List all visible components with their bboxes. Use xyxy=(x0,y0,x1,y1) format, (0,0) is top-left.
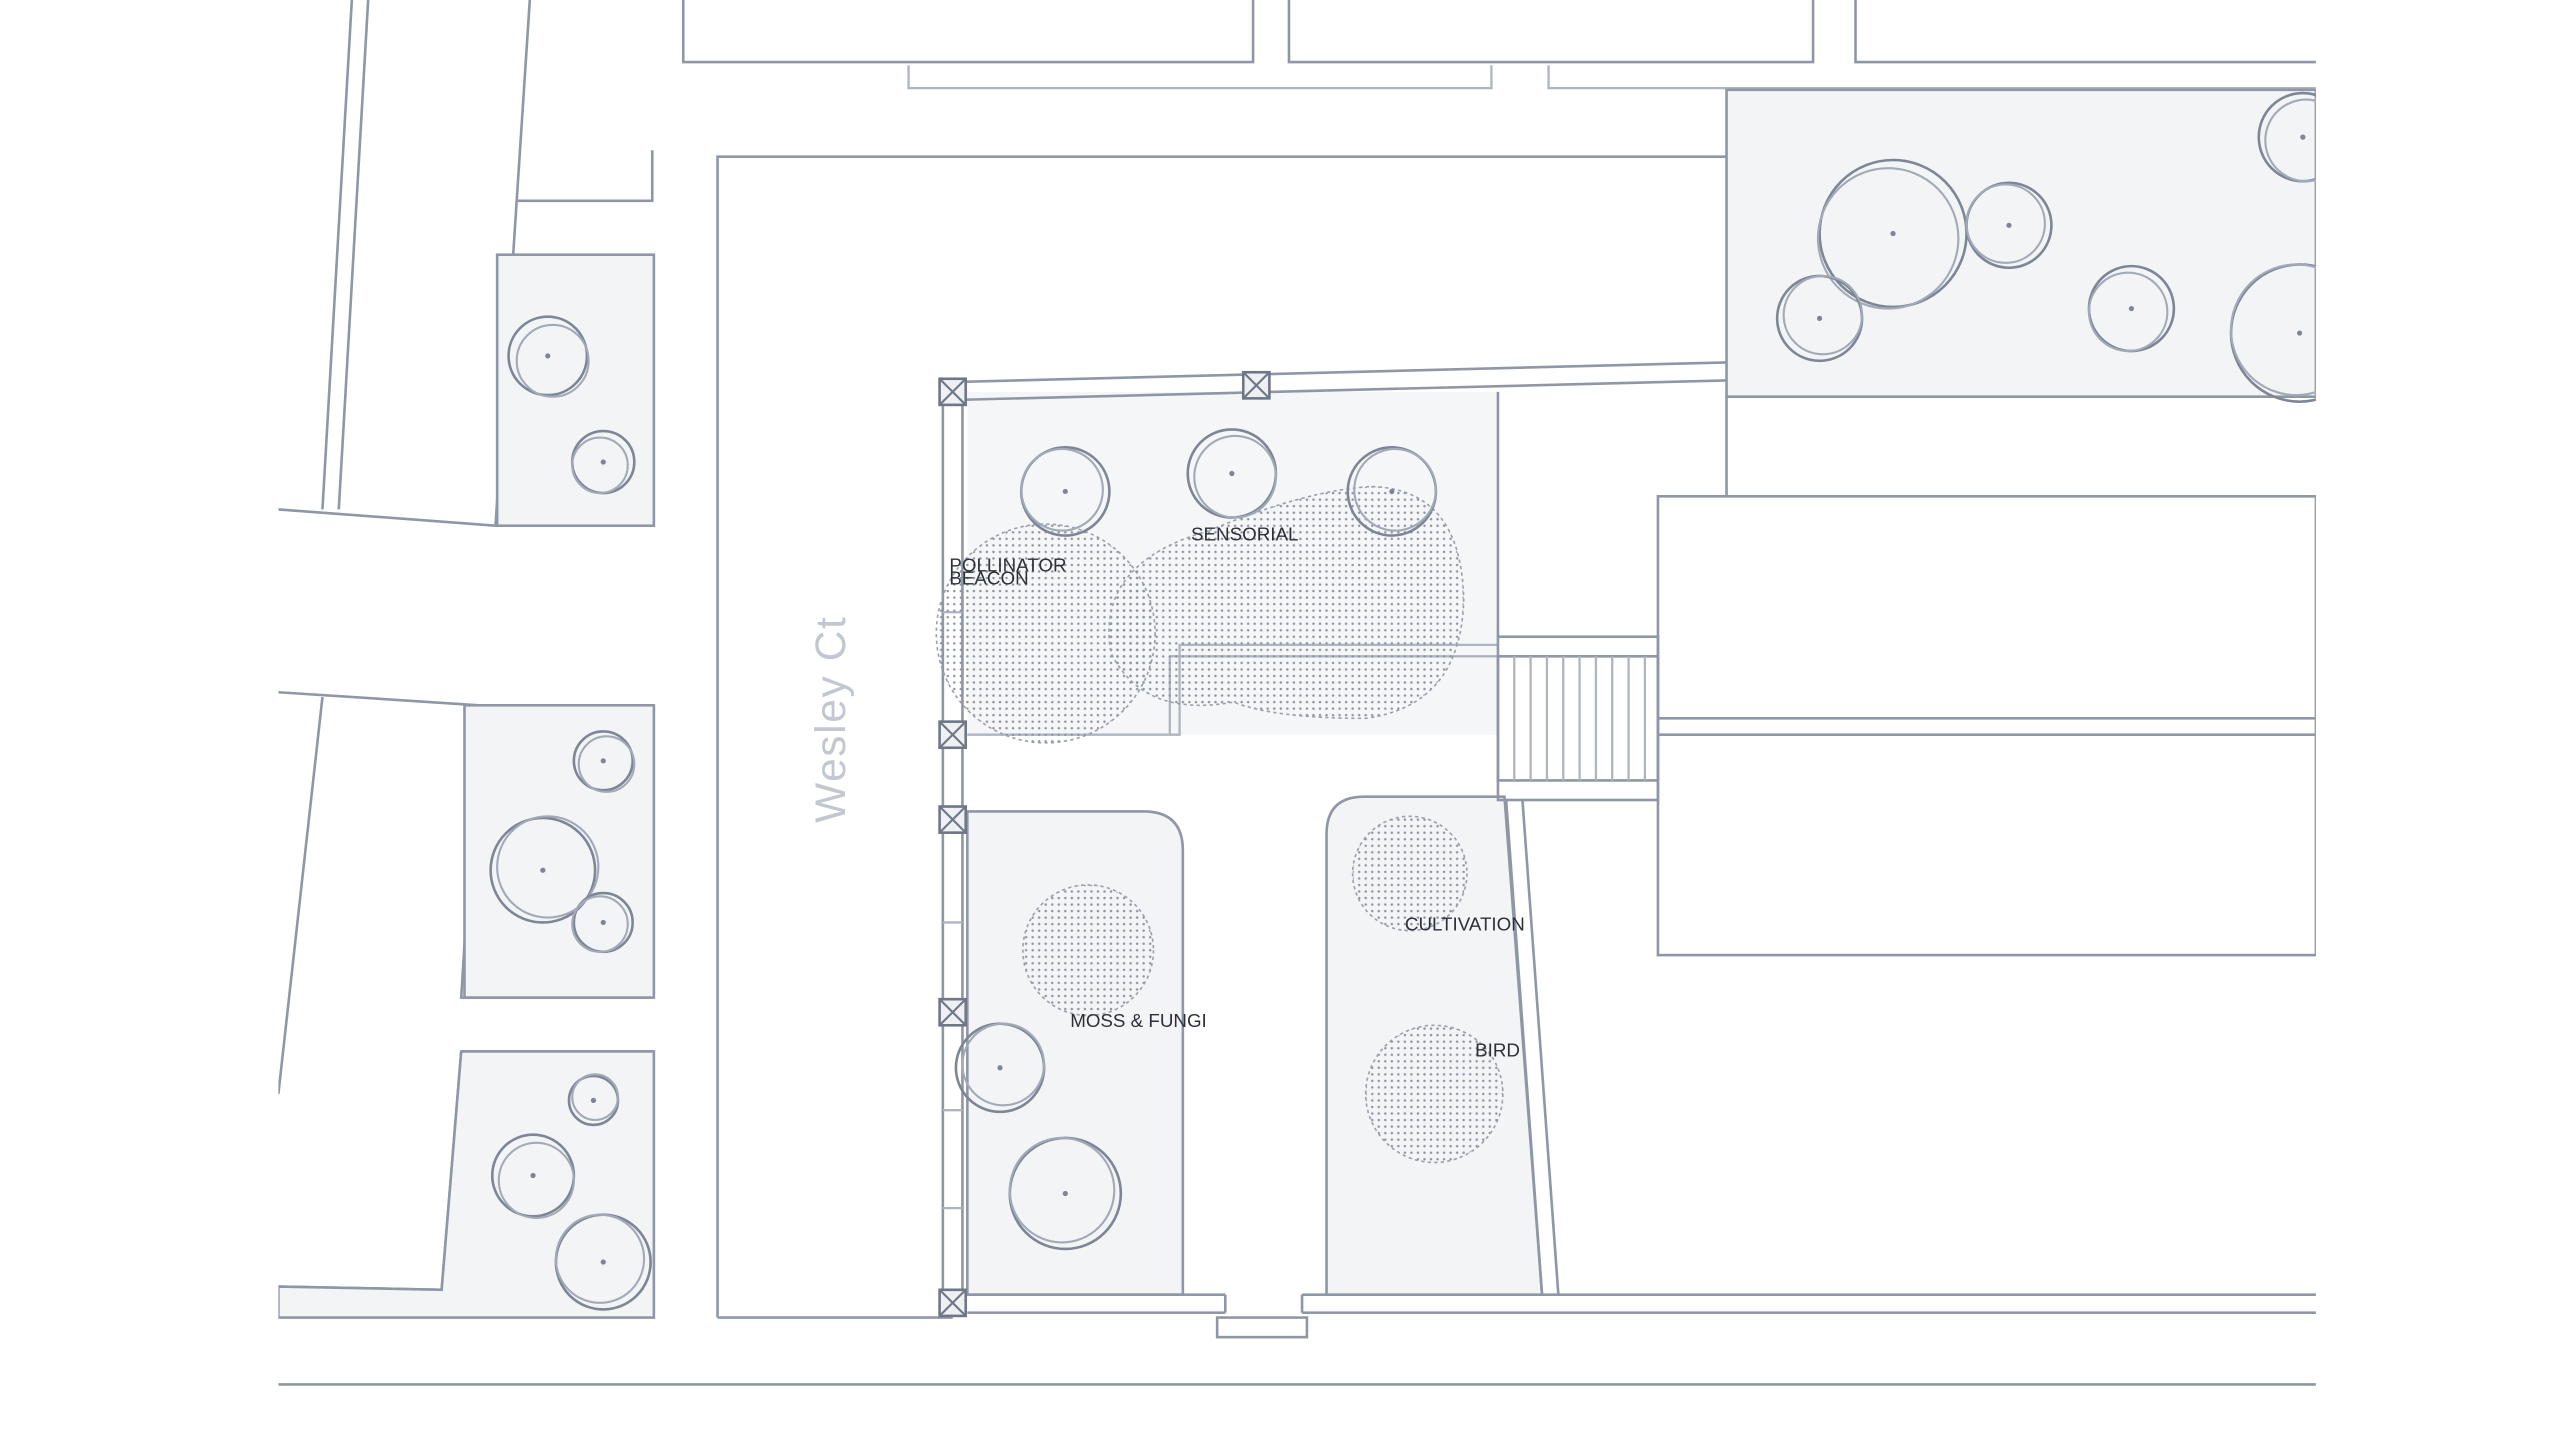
tree-canopy-icon xyxy=(1775,274,1864,363)
trees xyxy=(489,91,2370,1311)
tree-canopy-icon xyxy=(1965,181,2053,270)
tree-canopy-icon xyxy=(1008,1136,1123,1251)
fence-post-icon xyxy=(938,377,968,407)
tree-canopy-icon xyxy=(571,891,634,954)
moss-fungi-label: MOSS & FUNGI xyxy=(1070,1010,1207,1031)
fence-post-icon xyxy=(1241,370,1271,400)
pollinator-beacon-label-line1: POLLINATOR xyxy=(949,554,1066,575)
moss-fungi-zone xyxy=(1022,884,1155,1017)
tree-canopy-icon xyxy=(570,429,636,495)
fence-post-icon xyxy=(938,805,968,834)
tree-canopy-icon xyxy=(2087,264,2176,353)
tree-canopy-icon xyxy=(567,1073,620,1127)
planting-zones xyxy=(935,485,1504,1164)
tree-canopy-icon xyxy=(572,730,636,793)
fence-post-icon xyxy=(938,720,968,750)
tree-canopy-icon xyxy=(489,815,600,924)
sensorial-label: SENSORIAL xyxy=(1191,523,1298,544)
tree-canopy-icon xyxy=(954,1022,1046,1114)
tree-canopy-icon xyxy=(490,1133,576,1220)
bird-label: BIRD xyxy=(1475,1039,1520,1060)
tree-canopy-icon xyxy=(1346,446,1438,537)
sensorial-zone xyxy=(1108,485,1465,720)
pollinator-beacon-label-line2: BEACON xyxy=(949,567,1028,588)
labels: Wesley Ct POLLINATOR BEACON SENSORIAL MO… xyxy=(807,523,1525,1060)
page-margin-left xyxy=(17,0,279,1440)
cultivation-label: CULTIVATION xyxy=(1405,914,1525,935)
page-margin-right xyxy=(2315,0,2543,1440)
bird-zone xyxy=(1364,1024,1504,1164)
tree-canopy-icon xyxy=(507,315,590,398)
tree-canopy-icon xyxy=(1019,446,1111,537)
tree-canopy-icon xyxy=(554,1213,652,1311)
tree-canopy-icon xyxy=(1186,428,1278,519)
fence-posts xyxy=(938,370,1271,1318)
fence-post-icon xyxy=(938,997,968,1027)
fence-post-icon xyxy=(938,1288,968,1318)
street-name: Wesley Ct xyxy=(807,616,854,823)
cultivation-zone xyxy=(1351,815,1468,932)
